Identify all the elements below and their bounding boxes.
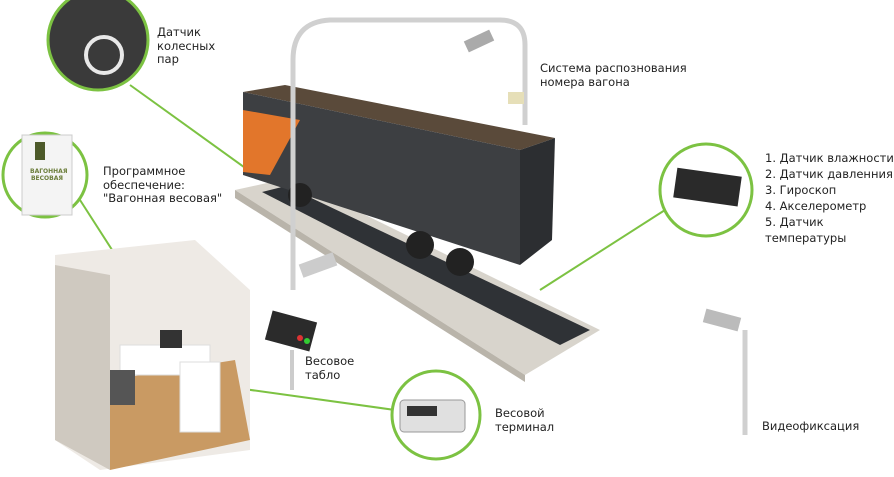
sensor-item: 2. Датчик давленния [765,167,893,181]
scoreboard [264,310,318,390]
platform [235,178,600,375]
video-camera-pole [702,308,748,435]
rails [262,186,590,345]
video-label: Видеофиксация [762,419,860,433]
recognition-pole [290,17,528,290]
sensor-list: 1. Датчик влажности 2. Датчик давленния … [765,150,894,246]
sensor-item: 4. Акселерометр [765,199,867,213]
sensor-item: 3. Гироскоп [765,183,837,197]
operator-room [55,240,250,470]
recognition-camera [463,29,495,53]
wheel-sensor-circle [46,0,150,92]
sensor-device [673,167,742,207]
sensor-item: 1. Датчик влажности [765,151,894,165]
sensor-item: 5. Датчик температуры [765,215,847,245]
